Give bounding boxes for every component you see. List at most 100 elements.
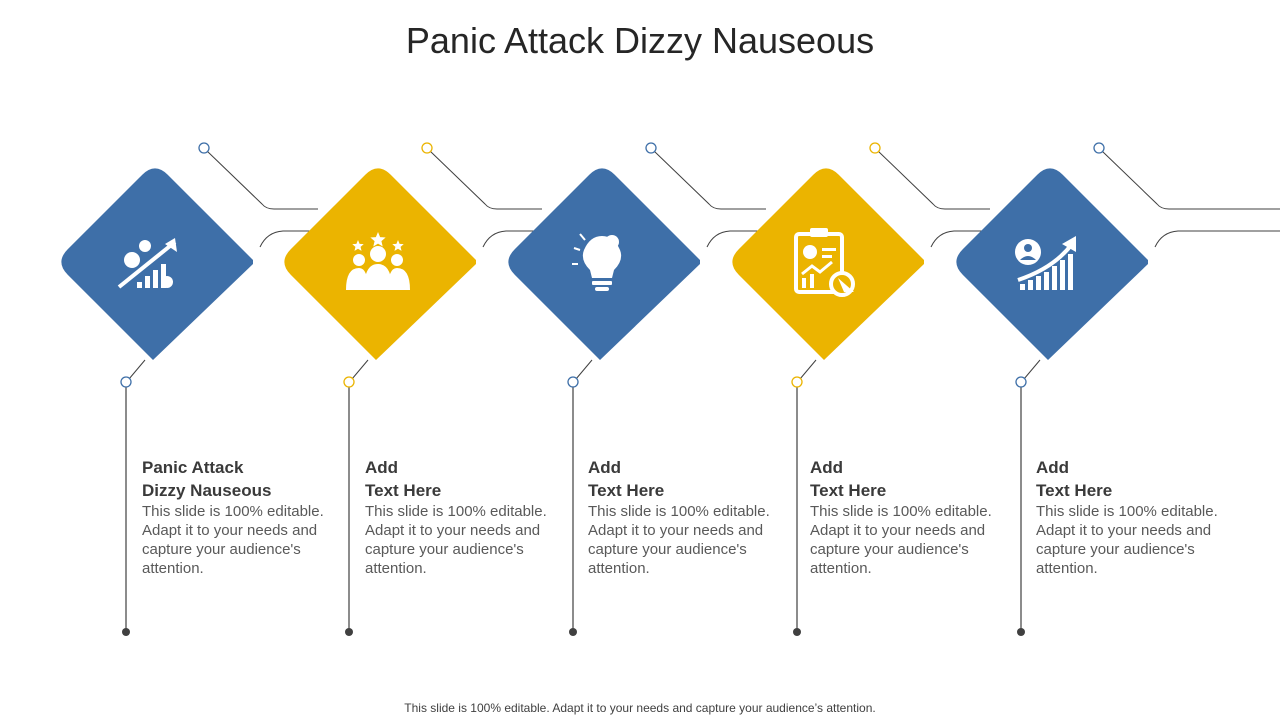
ray-icon (579, 233, 586, 241)
step-2-mid-connector (482, 230, 572, 248)
ray-icon (573, 247, 581, 251)
user-head-icon (1024, 244, 1032, 252)
bar-icon (1060, 260, 1065, 290)
step-4-heading-line2: Text Here (810, 481, 887, 500)
bulb-base-icon (592, 281, 612, 285)
step-3-description: This slide is 100% editable. Adapt it to… (588, 503, 770, 577)
clip-icon (810, 228, 828, 237)
step-2-lower-node (343, 376, 355, 388)
arrow-head-icon (1062, 236, 1076, 252)
step-2-heading-line1: Add (365, 458, 399, 477)
step-2-upper-node (421, 142, 433, 154)
step-3-heading-line2: Text Here (588, 481, 665, 500)
arrow-head-icon (165, 238, 177, 252)
step-4-heading-line1: Add (810, 458, 844, 477)
step-5-heading-line2: Text Here (1036, 481, 1113, 500)
step-1-heading: Panic Attack Dizzy Nauseous (142, 456, 327, 502)
step-5-heading: Add Text Here (1036, 456, 1221, 502)
step-1-heading-line1: Panic Attack (142, 458, 244, 477)
step-5-mid-connector (1154, 230, 1280, 248)
step-2-text: Add Text Here This slide is 100% editabl… (365, 456, 550, 578)
step-2-upper-connector (429, 150, 542, 210)
lightbulb-gear-icon (572, 233, 622, 291)
gear-small-icon (161, 276, 173, 288)
bar-icon (161, 264, 166, 288)
cursor-icon (838, 278, 854, 292)
step-4-end-dot (793, 628, 801, 636)
step-4-upper-connector (877, 150, 990, 210)
bar-icon (810, 274, 814, 288)
gears-growth-chart-icon (117, 238, 177, 289)
person-body-icon (346, 268, 368, 290)
pie-icon (803, 245, 817, 259)
step-1-upper-connector (206, 150, 318, 210)
step-5-end-dot (1017, 628, 1025, 636)
step-3-heading: Add Text Here (588, 456, 773, 502)
star-icon (352, 240, 364, 251)
footer-note: This slide is 100% editable. Adapt it to… (404, 701, 876, 715)
bulb-base-icon (595, 287, 609, 291)
step-1-end-dot (122, 628, 130, 636)
step-2-end-dot (345, 628, 353, 636)
bar-icon (1044, 272, 1049, 290)
user-growth-chart-icon (1015, 236, 1076, 290)
star-icon (392, 240, 404, 251)
star-icon (370, 232, 386, 247)
bar-icon (1028, 280, 1033, 290)
bar-icon (1036, 276, 1041, 290)
bar-icon (1068, 254, 1073, 290)
step-4-mid-connector (930, 230, 1020, 248)
step-5-lower-node (1015, 376, 1027, 388)
arrow-line-icon (1017, 242, 1074, 282)
step-1-description: This slide is 100% editable. Adapt it to… (142, 503, 324, 577)
person-head-icon (391, 254, 403, 266)
step-3-upper-node (645, 142, 657, 154)
step-1-heading-line2: Dizzy Nauseous (142, 481, 272, 500)
step-3-lower-node (567, 376, 579, 388)
step-5-upper-connector (1101, 150, 1280, 210)
step-1-upper-node (198, 142, 210, 154)
step-1-text: Panic Attack Dizzy Nauseous This slide i… (142, 456, 327, 578)
bar-icon (145, 276, 150, 288)
step-5-upper-node (1093, 142, 1105, 154)
step-3-upper-connector (653, 150, 766, 210)
person-head-icon (370, 246, 386, 262)
bar-icon (802, 278, 806, 288)
step-1-diamond (61, 168, 253, 360)
trend-line-icon (801, 260, 833, 276)
connector-lines (120, 142, 1280, 636)
step-2-heading: Add Text Here (365, 456, 550, 502)
step-4-text: Add Text Here This slide is 100% editabl… (810, 456, 995, 578)
person-head-icon (353, 254, 365, 266)
step-4-heading: Add Text Here (810, 456, 995, 502)
step-4-upper-node (869, 142, 881, 154)
gear-small-icon (139, 240, 151, 252)
person-body-icon (364, 264, 392, 290)
step-5-description: This slide is 100% editable. Adapt it to… (1036, 503, 1218, 577)
gear-small-icon (124, 252, 140, 268)
step-3-text: Add Text Here This slide is 100% editabl… (588, 456, 773, 578)
person-body-icon (388, 268, 410, 290)
user-body-icon (1020, 256, 1036, 260)
step-2-heading-line2: Text Here (365, 481, 442, 500)
step-1-diagonal-connector (128, 359, 146, 380)
step-3-mid-connector (706, 230, 796, 248)
arrow-line-icon (117, 240, 177, 289)
step-1-lower-node (120, 376, 132, 388)
text-line-icon (822, 255, 832, 258)
bar-icon (1020, 284, 1025, 290)
step-4-lower-node (791, 376, 803, 388)
step-2-description: This slide is 100% editable. Adapt it to… (365, 503, 547, 577)
bar-icon (137, 282, 142, 288)
bar-icon (1052, 266, 1057, 290)
text-line-icon (822, 248, 836, 251)
step-3-end-dot (569, 628, 577, 636)
step-1-mid-connector (259, 230, 348, 248)
step-5-heading-line1: Add (1036, 458, 1070, 477)
step-3-diagonal-connector (575, 359, 593, 380)
step-4-description: This slide is 100% editable. Adapt it to… (810, 503, 992, 577)
gear-icon (605, 235, 619, 249)
team-stars-icon (346, 232, 410, 290)
step-5-diagonal-connector (1023, 359, 1041, 380)
